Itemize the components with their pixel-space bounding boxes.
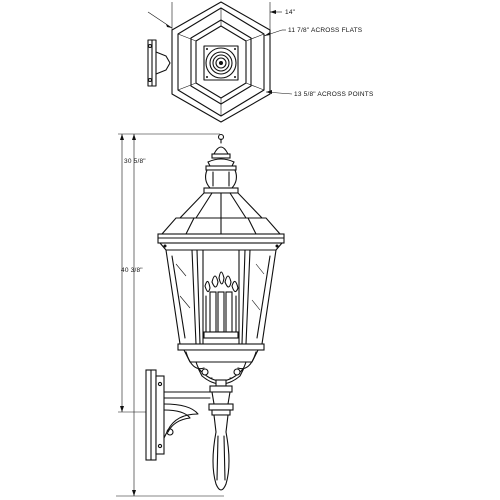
plan-hexagon: [171, 1, 271, 123]
width-dimension: [147, 2, 282, 34]
roof: [157, 192, 285, 251]
candle-cluster: [203, 271, 239, 339]
plan-wall-plate: [147, 39, 171, 87]
flats-leader: [263, 29, 286, 37]
points-leader: [265, 90, 293, 95]
glass-cage: [165, 249, 277, 345]
bottom-tail: [208, 385, 234, 491]
wall-bracket: [145, 369, 211, 461]
overall-height-label: 40 3/8": [121, 267, 143, 274]
plan-view: 14": [147, 1, 374, 123]
height-dimensions: [116, 133, 224, 497]
lantern-elevation: [145, 133, 285, 491]
width-label: 14": [285, 9, 296, 16]
upper-height-label: 30 5/8": [124, 158, 146, 165]
lantern-base: [177, 343, 265, 387]
points-label: 13 5/8" ACROSS POINTS: [294, 91, 374, 98]
flats-label: 11 7/8" ACROSS FLATS: [288, 27, 363, 34]
finial: [203, 133, 239, 194]
